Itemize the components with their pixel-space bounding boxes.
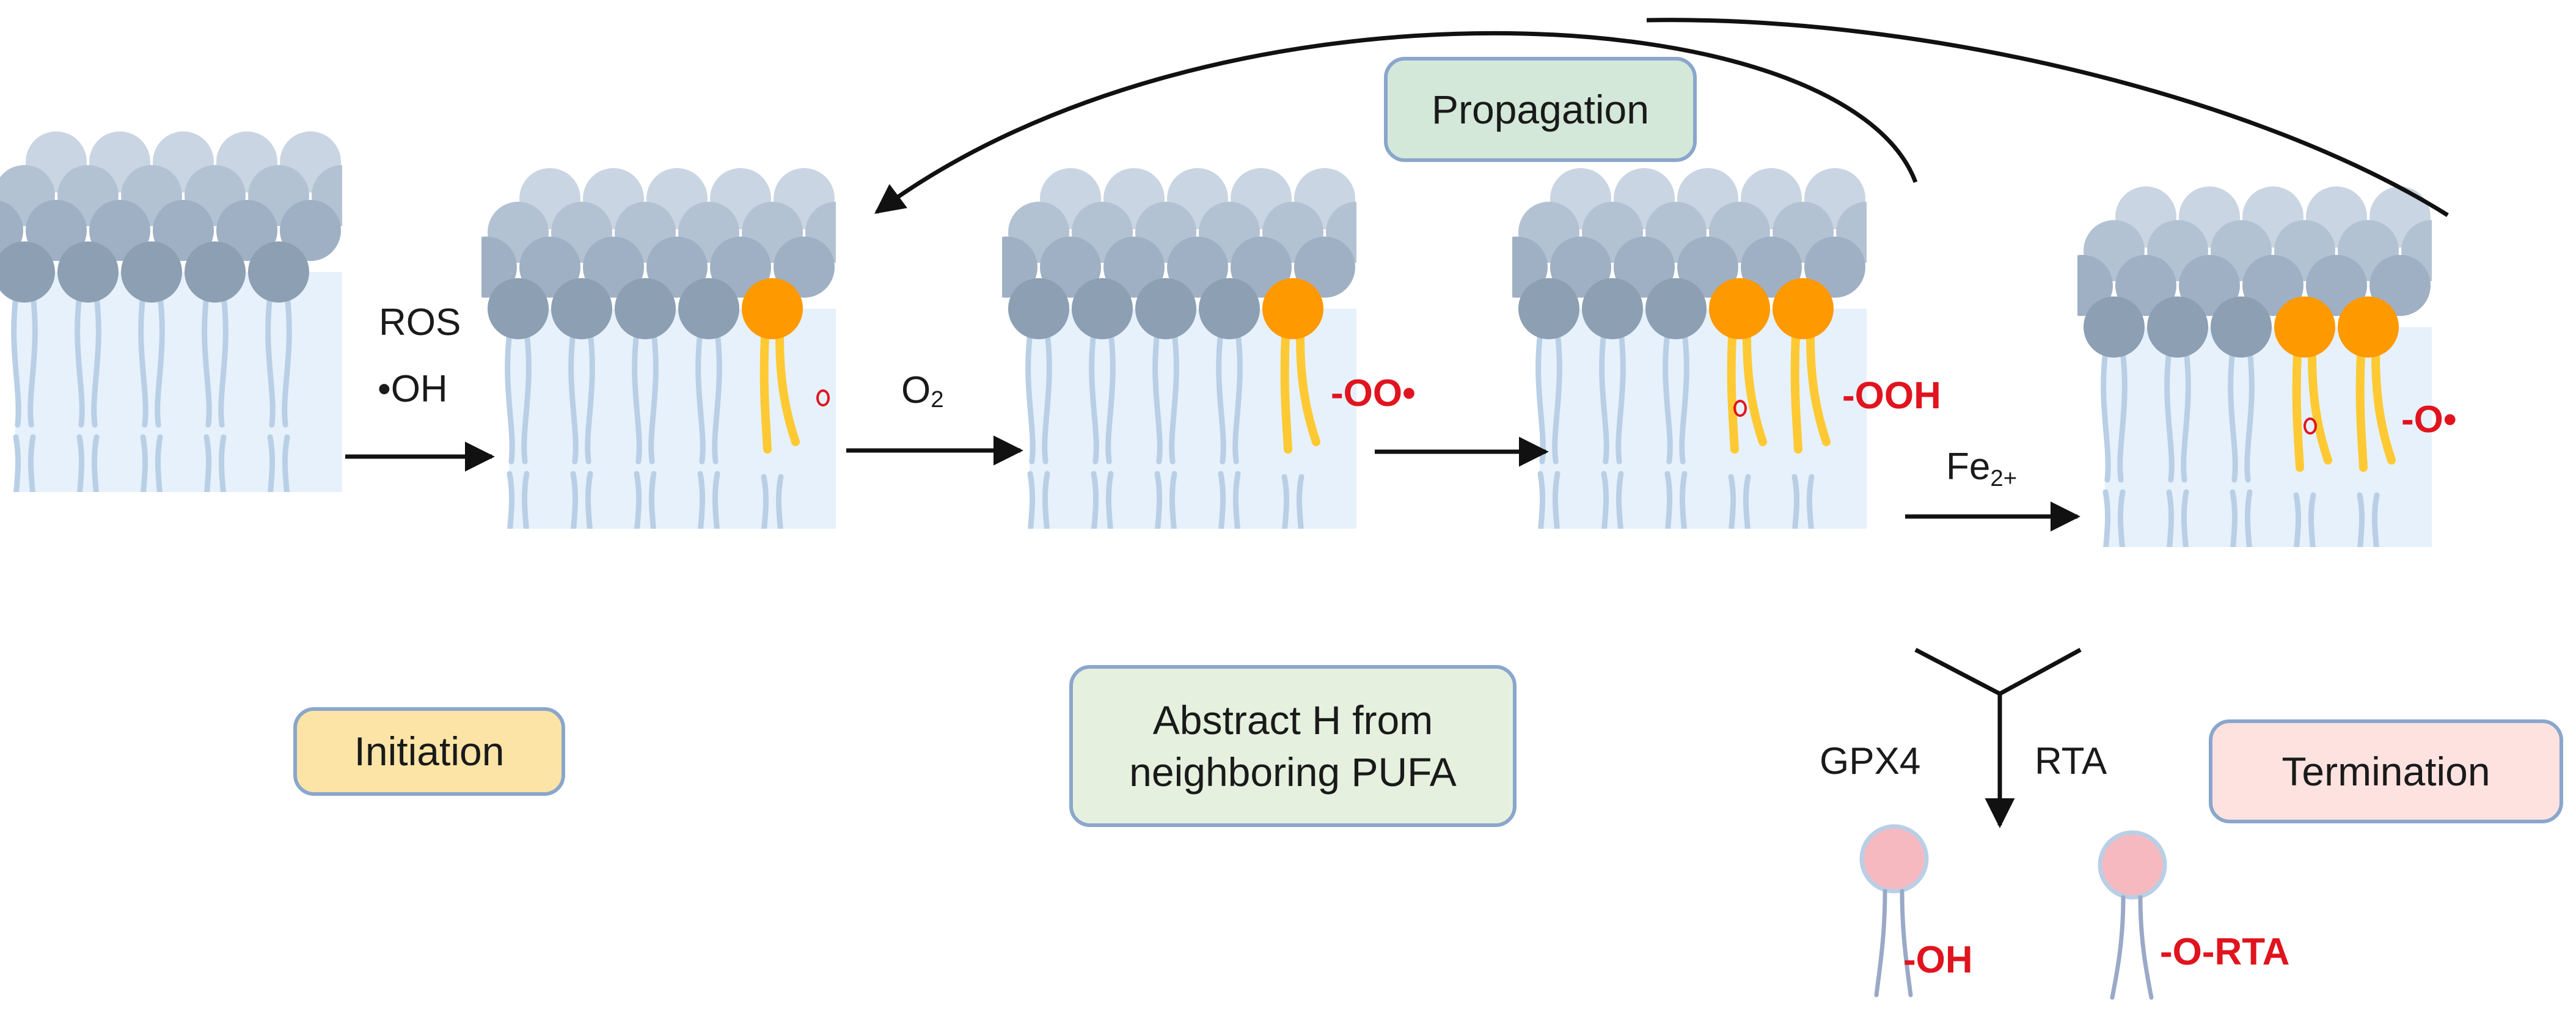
membrane-3 — [1002, 168, 1356, 529]
hydroxyl-group-label: -OH — [1903, 939, 1973, 981]
membrane-4 — [1512, 168, 1867, 529]
propagation-label: Propagation — [1432, 86, 1649, 132]
abstraction-label-line2: neighboring PUFA — [1129, 749, 1457, 795]
termination-box: Termination — [2209, 719, 2563, 823]
product-rta-head — [2098, 830, 2167, 900]
radical-dot-2 — [1733, 400, 1747, 417]
termination-branch-arc — [1646, 18, 2449, 217]
gpx4-label: GPX4 — [1820, 740, 1921, 782]
product-hydroxyl-head — [1859, 824, 1929, 894]
initiation-label: Initiation — [354, 729, 505, 774]
oxygen-label: O2 — [901, 372, 944, 411]
ros-label: ROS — [379, 301, 461, 344]
termination-products — [1859, 824, 2167, 1000]
hydroperoxide-group-label: -OOH — [1842, 375, 1941, 417]
peroxyl-group-label: -OO• — [1331, 372, 1416, 414]
iron-symbol: Fe — [1946, 446, 1991, 488]
iron-charge: 2+ — [1990, 465, 2018, 491]
propagation-box: Propagation — [1384, 57, 1697, 162]
membrane-2 — [481, 168, 836, 529]
product-rta-tails — [2110, 895, 2154, 1000]
membrane-1 — [0, 131, 342, 492]
radical-dot-1 — [816, 389, 830, 406]
radical-dot-3 — [2303, 417, 2317, 435]
arrows — [345, 18, 2449, 825]
oxygen-subscript: 2 — [931, 386, 944, 413]
iron-label: Fe2+ — [1946, 448, 2017, 490]
oxygen-symbol: O — [901, 369, 931, 411]
hydroxyl-radical-label: •OH — [378, 368, 448, 410]
rta-label: RTA — [2035, 740, 2107, 782]
rta-adduct-label: -O-RTA — [2160, 931, 2290, 973]
propagation-arrow — [874, 31, 1918, 214]
abstraction-label-line1: Abstract H from — [1152, 697, 1433, 743]
initiation-box: Initiation — [293, 707, 565, 796]
membrane-5 — [2077, 186, 2432, 547]
product-hydroxyl-tails — [1874, 889, 1913, 998]
termination-label: Termination — [2281, 748, 2490, 794]
termination-split-arrow — [1914, 647, 2082, 825]
alkoxyl-group-label: -O• — [2401, 399, 2457, 441]
abstraction-box: Abstract H from neighboring PUFA — [1069, 665, 1517, 827]
